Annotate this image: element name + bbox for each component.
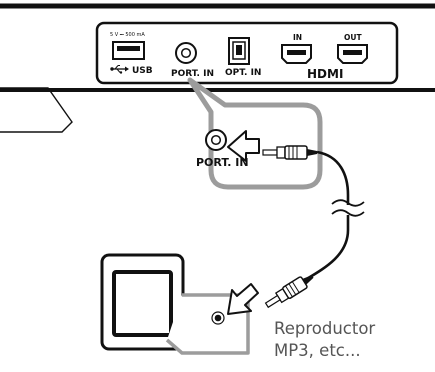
usb-rating: 5 V ⎓ 500 mA (110, 32, 145, 38)
port-in: PORT. IN (171, 42, 214, 79)
device-body (0, 3, 435, 133)
usb-label: USB (132, 66, 153, 76)
opt-in-port: OPT. IN (225, 37, 261, 78)
caption-line1: Reproductor (274, 319, 375, 338)
zoom-callout: PORT. IN (187, 77, 323, 190)
rear-panel: 5 V ⎓ 500 mA USB PORT. IN (95, 21, 399, 85)
cable-break-icon (331, 199, 365, 217)
hdmi-port-icon (281, 44, 312, 64)
hdmi-in-label: IN (293, 33, 302, 42)
plug-bottom (264, 275, 314, 309)
hdmi-out-label: OUT (344, 33, 362, 42)
mp3-player-icon (100, 253, 250, 355)
hdmi-port-icon (337, 44, 368, 64)
usb-port: 5 V ⎓ 500 mA USB (110, 32, 153, 76)
port-in-label: PORT. IN (171, 69, 214, 79)
arrow-icon (227, 283, 259, 315)
hdmi-ports: IN OUT HDMI (281, 33, 368, 81)
caption-line2: MP3, etc... (274, 341, 361, 360)
plug-top (262, 145, 317, 160)
caption: Reproductor MP3, etc... (274, 319, 375, 360)
opt-in-label: OPT. IN (225, 68, 261, 78)
callout-port-in-label: PORT. IN (196, 156, 249, 169)
hdmi-label: HDMI (307, 67, 343, 81)
optical-port-icon (228, 37, 250, 65)
arrow-icon (227, 130, 260, 162)
usb-icon (110, 65, 129, 74)
